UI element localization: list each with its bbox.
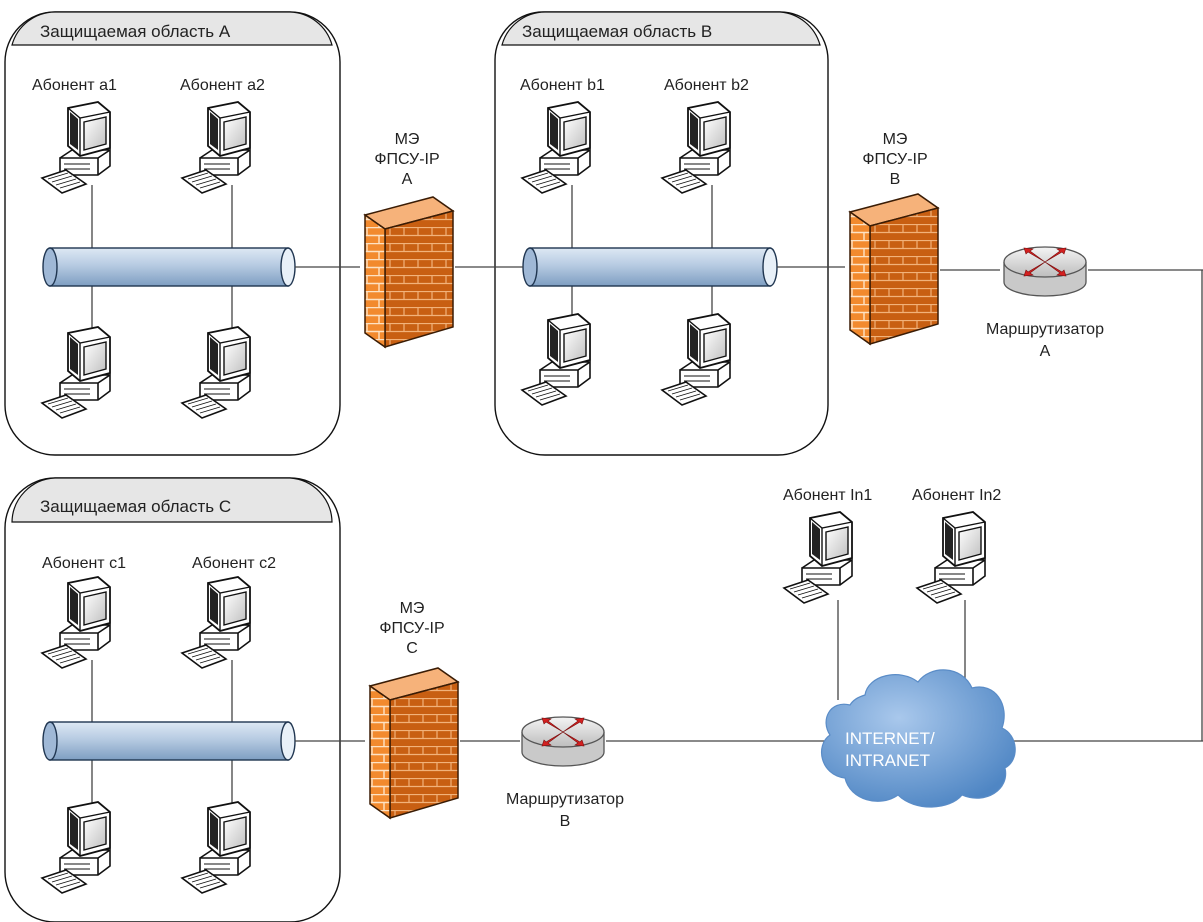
firewall-b: МЭ ФПСУ-IP B (849, 131, 939, 345)
subscriber-a1-label: Абонент a1 (32, 77, 117, 94)
firewall-c-label-2: ФПСУ-IP (379, 620, 444, 637)
firewall-c-label-3: C (406, 640, 418, 657)
firewall-a-label-2: ФПСУ-IP (374, 151, 439, 168)
computer-icon (916, 511, 986, 604)
cloud-label-1: INTERNET/ (845, 729, 935, 748)
firewall-a-label-3: A (402, 171, 413, 188)
zone-c-header (11, 477, 333, 523)
subscriber-in1-label: Абонент In1 (783, 487, 872, 504)
zone-c-frame (4, 477, 341, 922)
firewall-a: МЭ ФПСУ-IP A (364, 131, 454, 348)
router-b-label-1: Маршрутизатор (506, 791, 624, 808)
zone-b: Защищаемая область B Абонент b1 Абонент … (494, 11, 829, 456)
cloud-label-2: INTRANET (845, 751, 930, 770)
router-a-label-1: Маршрутизатор (986, 321, 1104, 338)
router-icon (521, 716, 605, 767)
zone-c-title: Защищаемая область C (40, 497, 231, 516)
cloud-icon (821, 669, 1016, 808)
computer-icon (783, 511, 853, 604)
subscriber-c2-label: Абонент c2 (192, 555, 276, 572)
zone-b-header (501, 11, 821, 46)
firewall-b-label-2: ФПСУ-IP (862, 151, 927, 168)
firewall-b-label-3: B (890, 171, 901, 188)
zone-a-title: Защищаемая область A (40, 22, 231, 41)
subscriber-b1-label: Абонент b1 (520, 77, 605, 94)
subscriber-b2-label: Абонент b2 (664, 77, 749, 94)
firewall-icon (369, 667, 459, 819)
firewall-a-label-1: МЭ (395, 131, 420, 148)
firewall-icon (849, 193, 939, 345)
internet-subscribers: Абонент In1 Абонент In2 (783, 487, 1001, 700)
firewall-c: МЭ ФПСУ-IP C (369, 600, 459, 819)
zone-b-bus (522, 247, 778, 287)
subscriber-a2-label: Абонент a2 (180, 77, 265, 94)
zone-b-title: Защищаемая область B (522, 22, 712, 41)
firewall-b-label-1: МЭ (883, 131, 908, 148)
router-icon (1003, 246, 1087, 297)
zone-a-header (11, 11, 333, 46)
router-a-label-2: A (1040, 343, 1051, 360)
router-b-label-2: B (560, 813, 571, 830)
subscriber-c1-label: Абонент c1 (42, 555, 126, 572)
firewall-icon (364, 196, 454, 348)
firewall-c-label-1: МЭ (400, 600, 425, 617)
zone-c-bus (42, 721, 296, 761)
zone-a-bus (42, 247, 296, 287)
zone-c: Защищаемая область C Абонент c1 Абонент … (4, 477, 341, 922)
zone-a: Защищаемая область A Абонент a1 Абонент … (4, 11, 341, 456)
internet-cloud: INTERNET/ INTRANET (821, 669, 1016, 808)
router-a: Маршрутизатор A (986, 246, 1104, 360)
router-b: Маршрутизатор B (506, 716, 624, 830)
subscriber-in2-label: Абонент In2 (912, 487, 1001, 504)
